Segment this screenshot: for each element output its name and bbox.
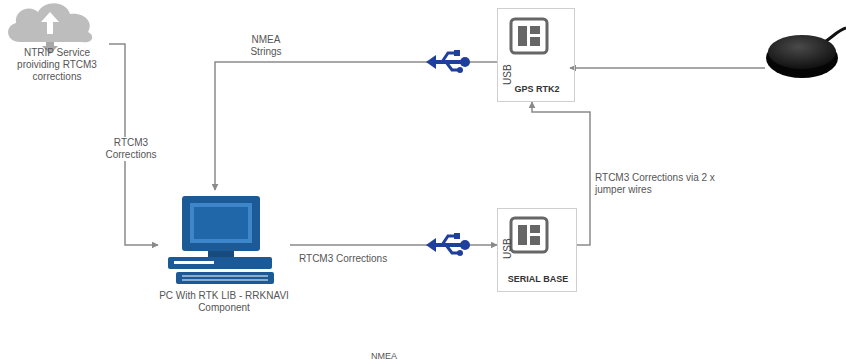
pc-station: PC With RTK LIB - RRKNAVI Component [158, 190, 290, 322]
gps-board: USBGPS RTK2 [497, 8, 575, 102]
edge-label: NMEA Strings [238, 34, 294, 58]
pc-icon [168, 196, 274, 284]
note-label: NMEA [370, 350, 398, 362]
cloud-icon [8, 3, 92, 54]
cloud-service: NTRIP Service proividing RTCM3 correctio… [5, 0, 109, 86]
node-label: PC With RTK LIB - RRKNAVI Component [158, 290, 290, 314]
node-label: SERIAL BASE [498, 273, 578, 285]
serial-base-board: USB SERIAL BASE [497, 208, 577, 292]
edge-label: RTCM3 Corrections [298, 253, 388, 265]
edge-label: RTCM3 Corrections [94, 137, 168, 161]
gps-antenna [766, 28, 846, 78]
port-label: USB [502, 64, 514, 85]
connector [532, 102, 590, 245]
node-label: NTRIP Service proividing RTCM3 correctio… [5, 47, 109, 83]
edge-label: RTCM3 Corrections via 2 x jumper wires [594, 172, 720, 196]
usb-icon [426, 233, 470, 256]
node-label: GPS RTK2 [498, 83, 576, 95]
port-label: USB [502, 238, 514, 259]
chip-icon [511, 19, 547, 53]
chip-icon [511, 218, 547, 252]
antenna-cable [570, 67, 765, 69]
connector [215, 62, 497, 190]
usb-icon [426, 50, 470, 73]
